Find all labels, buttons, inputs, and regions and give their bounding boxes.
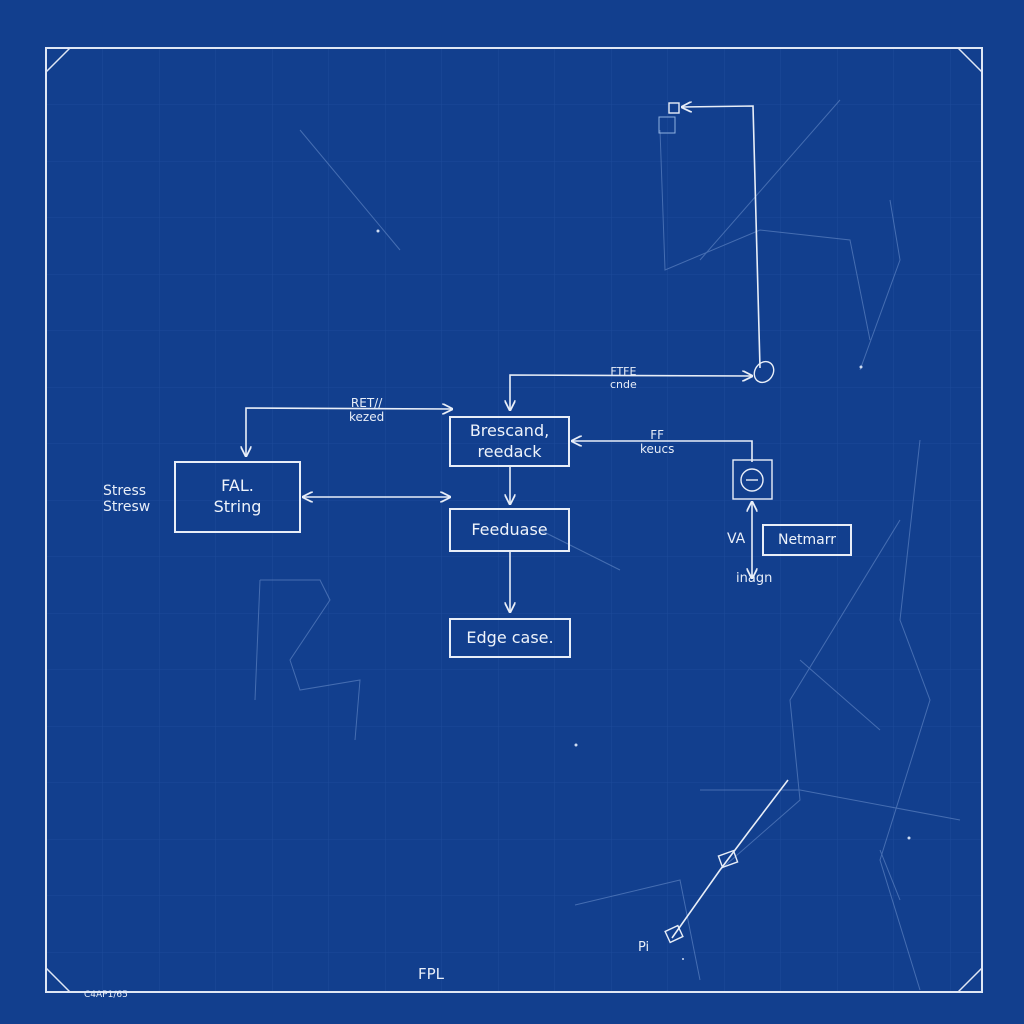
box-netmarr: Netmarr <box>762 524 852 556</box>
box-brescand-line2: reedack <box>477 441 542 461</box>
edge-label-right-line1: FF <box>650 428 665 442</box>
long-wire-top <box>682 106 761 369</box>
top-connector-block <box>668 102 680 114</box>
edge-label-top-left-line2: kezed <box>349 409 385 424</box>
edge-label-top-left: RET// kezed <box>349 396 385 425</box>
box-fal-line1: FAL. <box>221 476 254 496</box>
frame-border <box>45 47 983 993</box>
grid-area <box>46 48 982 992</box>
box-edge-case-label: Edge case. <box>466 627 554 647</box>
frame-corner-br <box>957 967 983 993</box>
small-components <box>658 102 775 944</box>
wire-bottom <box>671 779 789 939</box>
edge-label-top-right-line2: cnde <box>610 377 637 391</box>
frame-corner-tl <box>45 47 71 73</box>
frame-corner-tr <box>957 47 983 73</box>
frame-corner-bl <box>45 967 71 993</box>
wire-end-component <box>664 924 684 944</box>
stress-line2: Stresw <box>103 499 151 516</box>
edge-label-top-right-line1: FTFE <box>610 365 637 378</box>
box-fal-string: FAL. String <box>174 461 301 533</box>
pi-label: Pi <box>638 940 650 955</box>
box-feeduase: Feeduase <box>449 508 570 552</box>
box-fal-line2: String <box>213 497 262 516</box>
wire-component <box>717 849 739 869</box>
stress-label: Stress Stresw <box>103 483 150 515</box>
box-edge-case: Edge case. <box>449 618 571 658</box>
edge-label-top-left-line1: RET// <box>350 396 383 410</box>
fpl-label: FPL <box>418 965 445 983</box>
faint-sketch-lines <box>254 99 961 991</box>
edge-label-top-right: FTFE cnde <box>610 365 637 391</box>
inagn-label: inagn <box>736 571 773 586</box>
box-brescand-reedack: Brescand, reedack <box>449 416 570 467</box>
sensor-box <box>732 459 773 500</box>
edge-label-right-line2: keucs <box>640 441 675 456</box>
arrow-sensor-brescand <box>572 441 753 462</box>
va-label: VA <box>727 531 746 547</box>
node-oval <box>753 360 775 384</box>
stress-line1: Stress <box>103 483 147 499</box>
loop-arrow-top-left <box>246 408 452 456</box>
connectors <box>246 106 789 939</box>
box-netmarr-label: Netmarr <box>777 531 837 548</box>
top-connector-shadow <box>658 116 676 134</box>
box-feeduase-label: Feeduase <box>471 519 548 539</box>
box-brescand-line1: Brescand, <box>469 420 550 440</box>
specks <box>376 229 911 960</box>
corner-note: C4AP1/65 <box>84 990 128 1000</box>
sensor-circle <box>740 468 764 492</box>
arrow-top-right-loop <box>510 375 752 410</box>
edge-label-right: FF keucs <box>640 428 675 457</box>
